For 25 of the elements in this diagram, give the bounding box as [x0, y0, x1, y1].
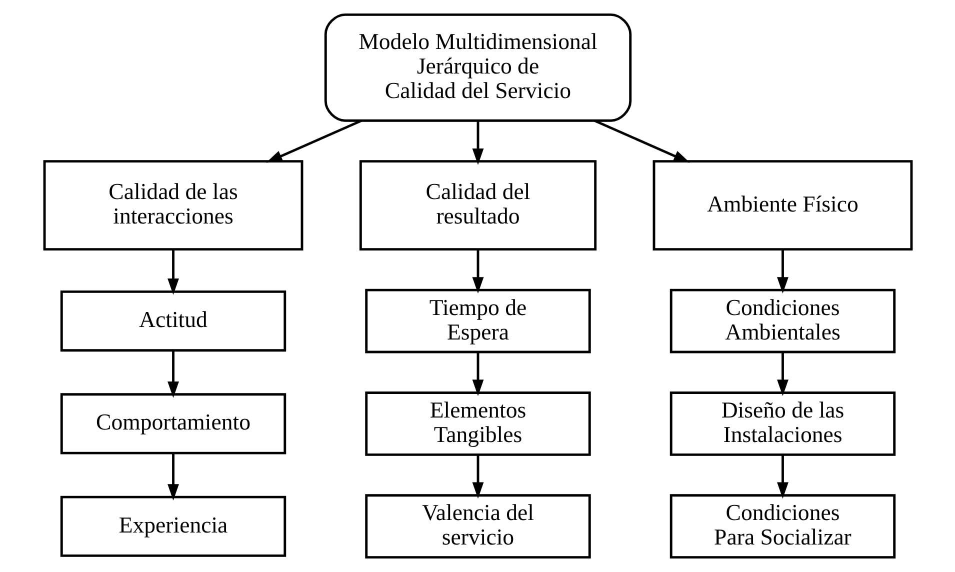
node-box: Experiencia: [60, 496, 286, 557]
arrow: [776, 249, 788, 294]
node-box: Diseño de las Instalaciones: [669, 392, 896, 456]
node-box: Actitud: [60, 290, 286, 352]
arrow: [167, 454, 178, 500]
node-box: Comportamiento: [60, 393, 286, 454]
node-box: Calidad de las interacciones: [42, 160, 303, 251]
node-box: Condiciones Para Socializar: [669, 494, 896, 559]
arrow: [776, 455, 788, 499]
arrow: [594, 120, 690, 163]
node-box: Elementos Tangibles: [364, 392, 590, 456]
arrow: [167, 249, 178, 295]
node-box: Condiciones Ambientales: [669, 288, 896, 354]
arrow: [472, 120, 484, 165]
arrow: [266, 120, 362, 163]
node-box: Calidad del resultado: [358, 160, 596, 251]
node-box: Valencia del servicio: [364, 494, 590, 559]
node-box: Modelo Multidimensional Jerárquico de Calidad del Servicio: [324, 13, 632, 122]
arrow: [776, 352, 788, 396]
node-box: Ambiente Físico: [652, 160, 912, 251]
arrow: [472, 352, 484, 396]
arrow: [167, 350, 178, 398]
node-box: Tiempo de Espera: [364, 288, 590, 354]
arrow: [472, 455, 484, 499]
arrow: [472, 249, 484, 294]
